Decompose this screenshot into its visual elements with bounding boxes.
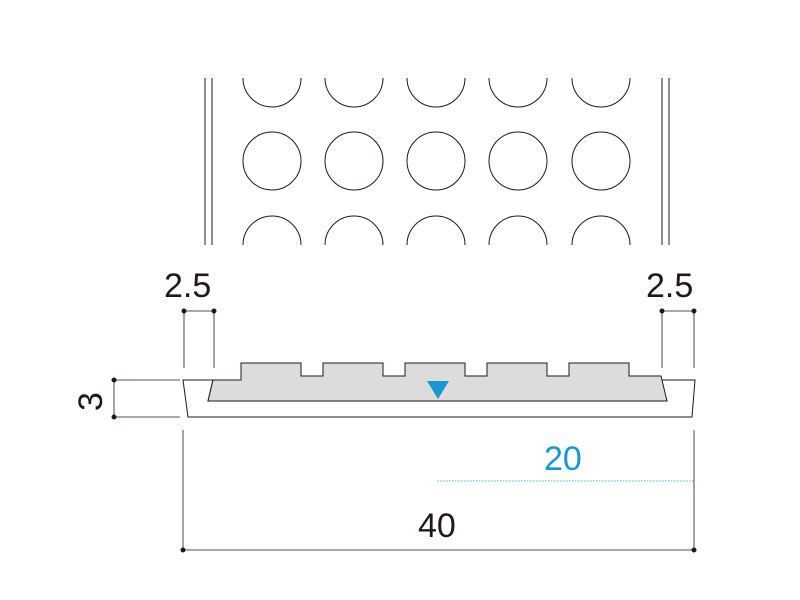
dim-total-width-label: 40	[418, 507, 456, 545]
dome-bottom-row	[406, 215, 466, 246]
dome-top-row	[571, 77, 631, 108]
dim-dot	[211, 308, 217, 314]
dim-total-width: 40	[180, 430, 697, 553]
dim-dot	[691, 308, 697, 314]
dim-height: 3	[72, 377, 180, 420]
dim-dot	[111, 377, 117, 383]
dim-height-label: 3	[72, 392, 110, 411]
dim-left-margin: 2.5	[164, 267, 217, 368]
dim-left-margin-label: 2.5	[164, 267, 211, 305]
dome-top-row	[242, 77, 302, 108]
dome	[406, 131, 466, 191]
dim-right-margin: 2.5	[646, 267, 697, 368]
dome-bottom-row	[571, 215, 631, 246]
dim-dot	[111, 414, 117, 420]
dim-half-width: 20	[437, 440, 694, 482]
dome	[242, 131, 302, 191]
dim-dot	[181, 308, 187, 314]
dome-top-row	[324, 77, 384, 108]
dome-bottom-row	[242, 215, 302, 246]
dim-half-width-label: 20	[544, 440, 582, 478]
dim-dot	[659, 308, 665, 314]
top-view	[204, 77, 670, 246]
dim-right-margin-label: 2.5	[646, 267, 693, 305]
dome-top-row	[488, 77, 548, 108]
center-marker-icon	[427, 381, 449, 399]
dome	[571, 131, 631, 191]
dome-bottom-row	[488, 215, 548, 246]
dim-dot	[691, 547, 697, 553]
dome	[324, 131, 384, 191]
section-view	[182, 362, 696, 418]
dome-top-row	[406, 77, 466, 108]
dim-dot	[180, 547, 186, 553]
dome-bottom-row	[324, 215, 384, 246]
dome	[488, 131, 548, 191]
